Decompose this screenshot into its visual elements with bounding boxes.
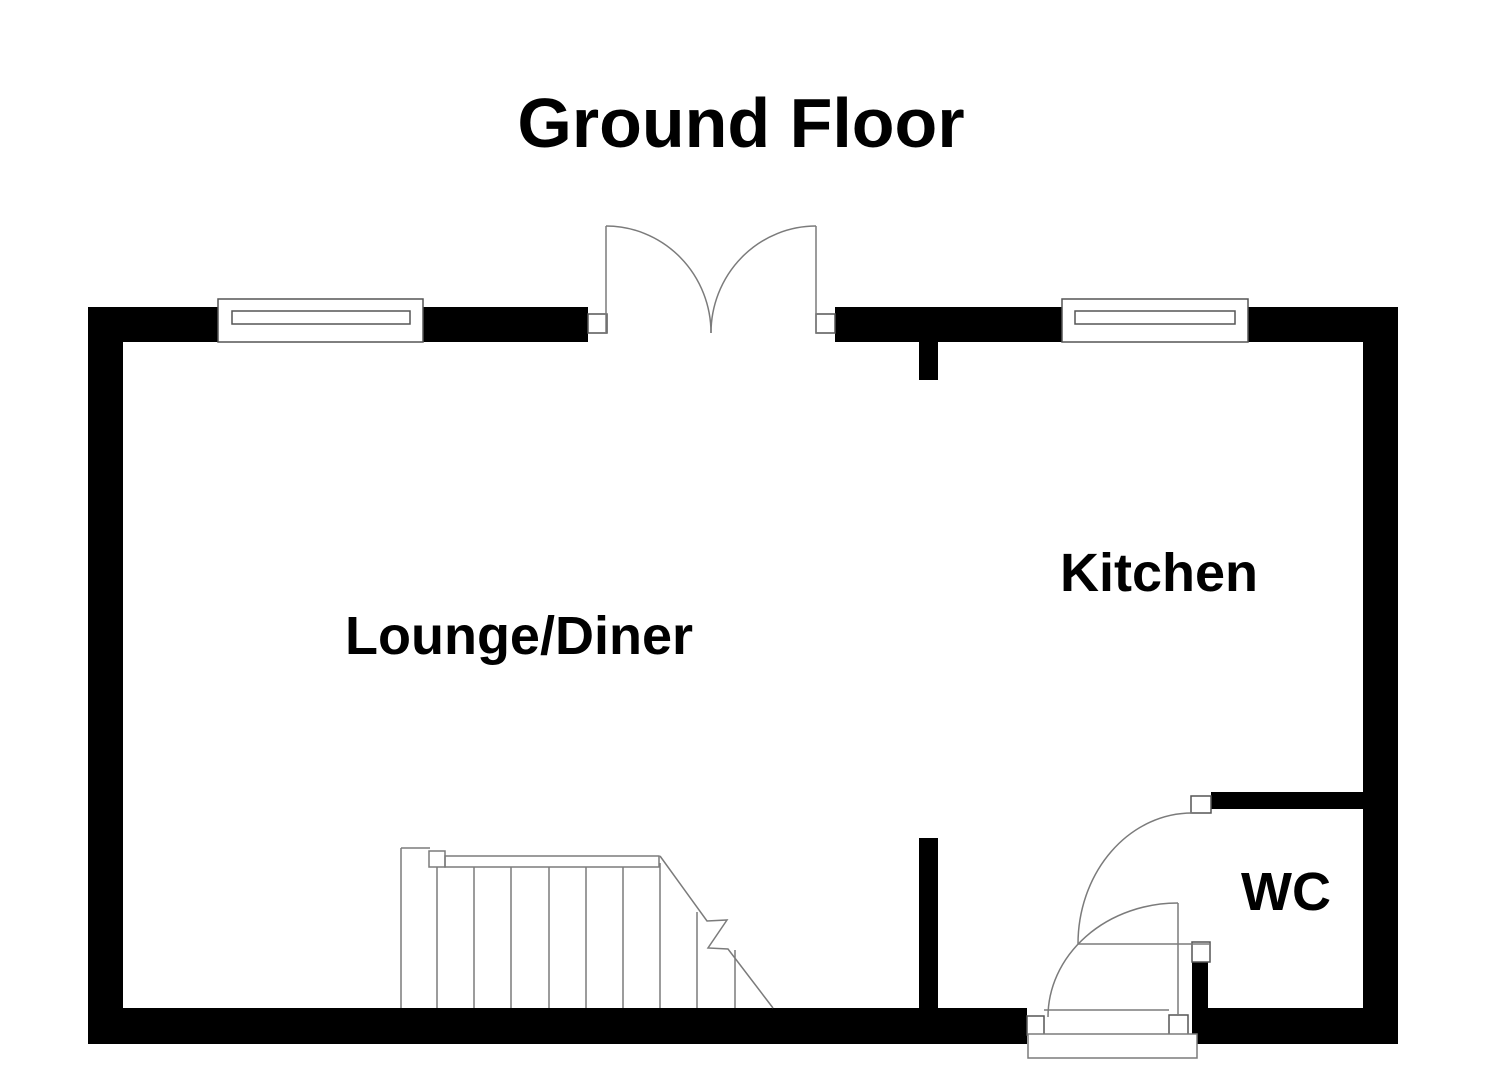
entrance-door-jamb-left: [587, 313, 608, 334]
wall-bottom-left: [88, 1008, 1027, 1044]
thin-line-symbols: [400, 225, 1210, 1059]
room-label-lounge-diner: Lounge/Diner: [345, 606, 693, 666]
wall-top-midleft: [423, 307, 588, 342]
rear-door: [1027, 902, 1198, 1059]
wall-partition-top-stub: [919, 342, 938, 380]
door-jambs: [587, 313, 1212, 1036]
stair-newel-post: [428, 850, 446, 868]
wall-top-midright: [835, 307, 1062, 342]
stair-handrail: [444, 855, 660, 868]
door-swing-arc: [1047, 902, 1179, 1018]
windows: [217, 298, 1249, 343]
window-pane: [1074, 310, 1236, 325]
door-swing-arc: [1077, 812, 1193, 945]
page-title: Ground Floor: [517, 84, 964, 162]
wc-door: [1077, 812, 1210, 945]
wall-wc-left-stub: [1192, 962, 1208, 1008]
rear-door-jamb-left: [1026, 1015, 1045, 1036]
door-swing-arc-right: [710, 225, 817, 334]
window-pane: [231, 310, 411, 325]
staircase: [400, 847, 774, 1009]
kitchen-window: [1061, 298, 1249, 343]
stair-break-line: [659, 855, 774, 1009]
wall-bottom-right: [1192, 1008, 1398, 1044]
wall-left: [88, 307, 123, 1044]
entrance-double-door: [605, 225, 817, 334]
wc-door-jamb-top: [1190, 795, 1212, 814]
wc-door-jamb-bottom: [1191, 941, 1211, 963]
door-threshold: [1027, 1033, 1198, 1059]
walls: [88, 307, 1398, 1044]
wall-wc-top: [1211, 792, 1363, 809]
room-label-kitchen: Kitchen: [1060, 543, 1258, 603]
lounge-window: [217, 298, 424, 343]
door-swing-arc-left: [605, 225, 712, 334]
room-label-wc: WC: [1241, 862, 1331, 922]
wall-right: [1363, 307, 1398, 1044]
rear-door-jamb-right: [1168, 1014, 1189, 1036]
entrance-door-jamb-right: [815, 313, 836, 334]
wall-partition-bottom: [919, 838, 938, 1008]
